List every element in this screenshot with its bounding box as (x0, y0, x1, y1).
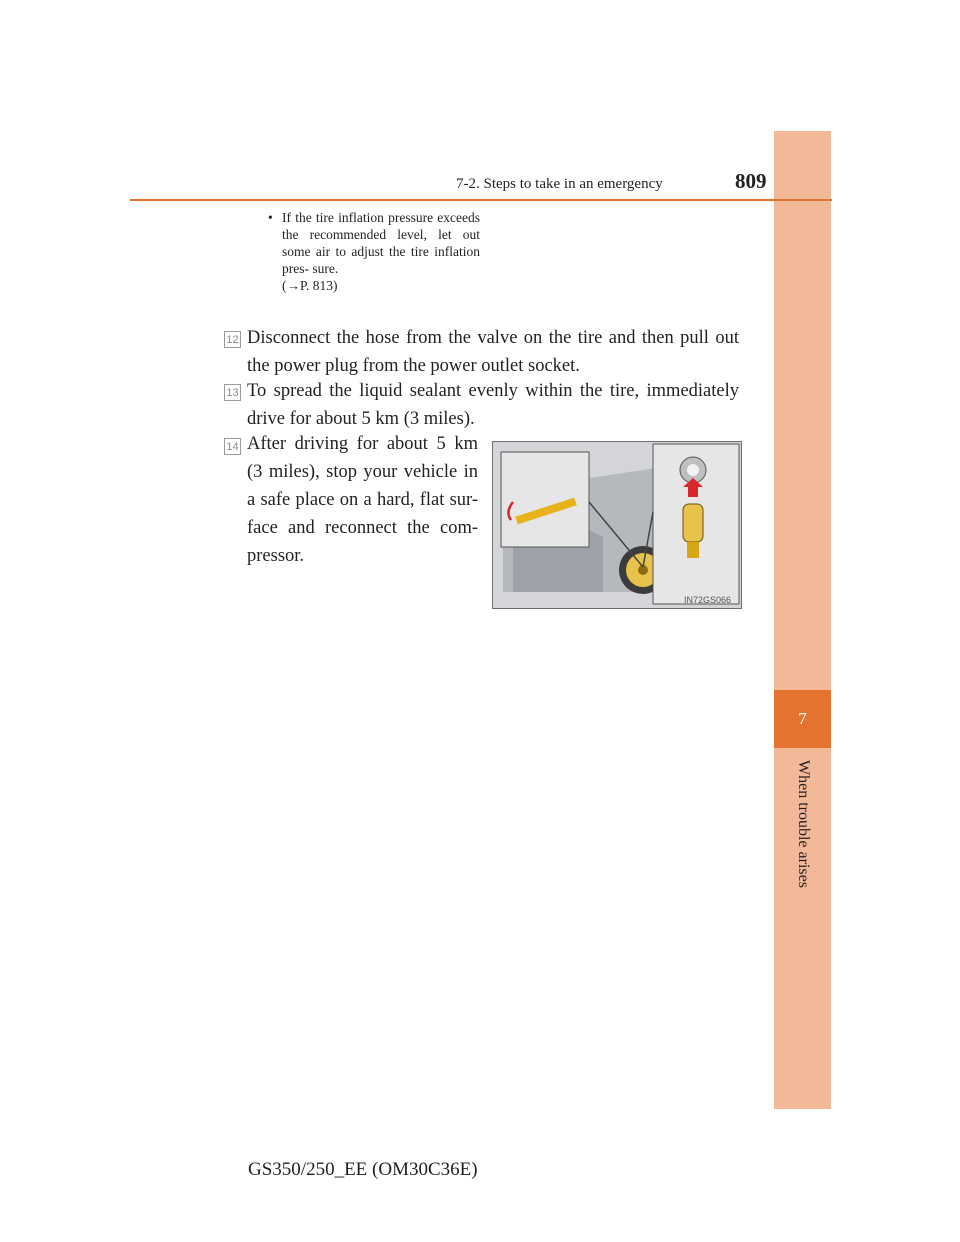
chapter-side-tab (774, 131, 831, 1109)
compressor-illustration: IN72GS066 (492, 441, 742, 609)
inflation-note: • If the tire inflation pressure exceeds… (268, 209, 480, 294)
car-and-compressor-drawing (493, 442, 741, 608)
step-number-badge: 12 (224, 331, 241, 348)
header-rule (130, 199, 832, 201)
step-text: After driving for about 5 km (3 miles), … (247, 434, 478, 566)
figure-code: IN72GS066 (683, 595, 731, 605)
chapter-number: 7 (774, 690, 831, 748)
note-text: If the tire inflation pressure exceeds t… (282, 210, 480, 276)
model-code: GS350/250_EE (OM30C36E) (248, 1159, 478, 1180)
chapter-title: When trouble arises (795, 760, 812, 888)
page-reference: (→P. 813) (282, 278, 338, 293)
step-text: To spread the liquid sealant evenly with… (247, 381, 739, 429)
section-title: 7-2. Steps to take in an emergency (456, 176, 663, 192)
step-text: Disconnect the hose from the valve on th… (247, 328, 739, 376)
step-number-badge: 14 (224, 438, 241, 455)
step-number-badge: 13 (224, 384, 241, 401)
page-number: 809 (735, 169, 767, 193)
bullet-dot: • (268, 210, 273, 225)
